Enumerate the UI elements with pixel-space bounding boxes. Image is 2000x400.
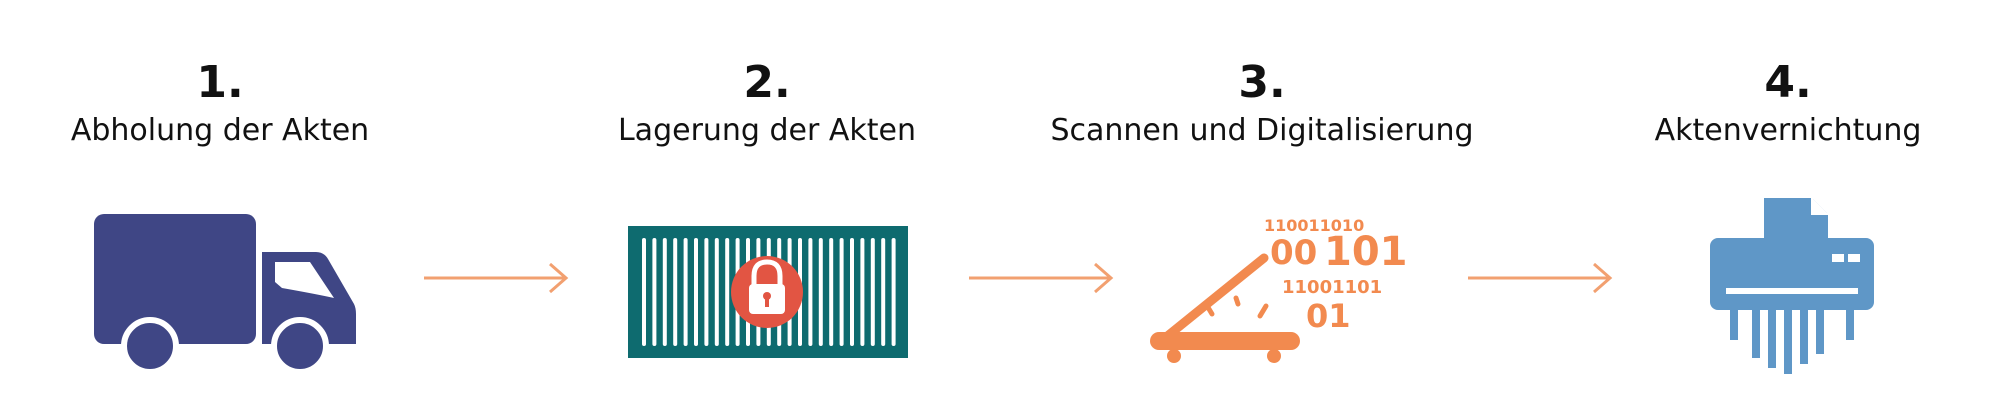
step-2-title: Lagerung der Akten [617,113,917,148]
arrow-right-icon [969,262,1114,294]
arrow-right-icon [1468,262,1613,294]
binary-code-text: 01 [1306,297,1351,335]
step-1-number: 1. [196,57,244,108]
scanner-icon [1150,253,1300,363]
shredder-icon [1710,198,1874,374]
step-2: 2. Lagerung der Akten [507,55,1027,151]
step-1-title: Abholung der Akten [70,113,370,148]
step-4-title: Aktenvernichtung [1654,113,1922,148]
binary-code-text: 00 [1270,233,1318,273]
binary-code-text: 101 [1324,229,1408,275]
step-3-number: 3. [1238,57,1286,108]
step-4: 4. Aktenvernichtung [1528,55,2000,151]
step-3: 3. Scannen und Digitalisierung [1002,55,1522,151]
truck-icon [94,214,356,372]
step-2-number: 2. [743,57,791,108]
locked-container-icon [628,226,908,358]
binary-code-text: 110011010 [1264,216,1365,235]
step-3-title: Scannen und Digitalisierung [1050,113,1474,148]
binary-code-text: 11001101 [1282,277,1383,298]
step-4-number: 4. [1764,57,1812,108]
step-1: 1. Abholung der Akten [0,55,480,151]
arrow-right-icon [424,262,569,294]
